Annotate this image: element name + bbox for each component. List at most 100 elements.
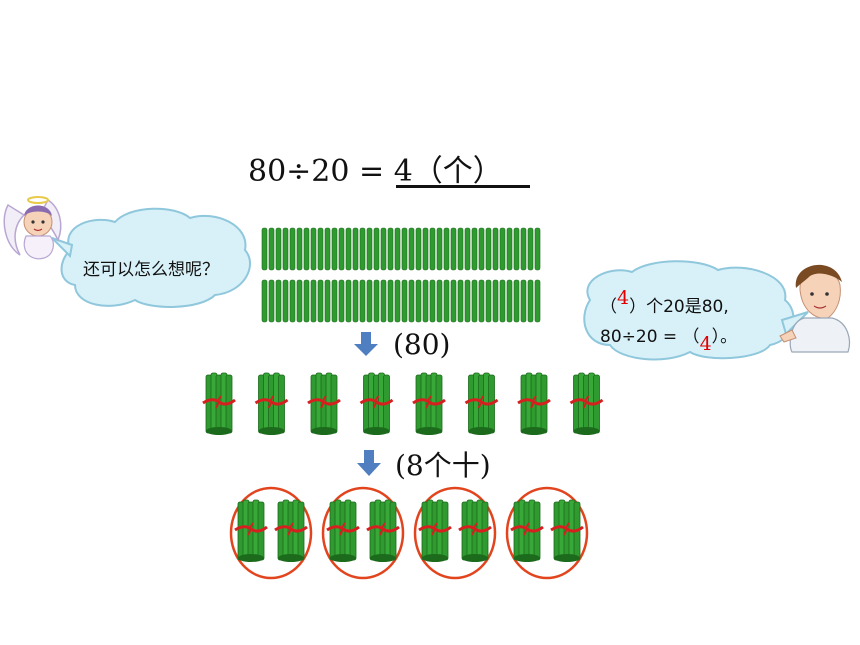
stick: [408, 227, 415, 271]
stick: [387, 227, 394, 271]
stick: [429, 279, 436, 323]
group-circle: [321, 486, 405, 580]
stick: [415, 279, 422, 323]
stick: [520, 279, 527, 323]
stick: [457, 227, 464, 271]
stick: [450, 279, 457, 323]
stick: [268, 227, 275, 271]
stick: [352, 227, 359, 271]
division-equation: 80÷20 = 4（个）: [248, 146, 503, 190]
stick: [261, 279, 268, 323]
stick: [471, 227, 478, 271]
stick-bundle: [569, 371, 604, 437]
stick: [394, 227, 401, 271]
answer-quotient: 4: [699, 333, 712, 355]
answer-groups: 4: [617, 287, 630, 309]
group-circle: [229, 486, 313, 580]
stick: [296, 279, 303, 323]
stick: [296, 227, 303, 271]
stick: [464, 279, 471, 323]
stick: [485, 227, 492, 271]
stick: [387, 279, 394, 323]
stick: [352, 279, 359, 323]
right-bubble-text: （4）个20是80, 80÷20 = （4）。: [600, 287, 738, 355]
stick: [436, 279, 443, 323]
stick: [429, 227, 436, 271]
group-circle: [505, 486, 589, 580]
stick: [373, 227, 380, 271]
stick: [443, 227, 450, 271]
down-arrow-icon: [354, 332, 378, 356]
stick: [492, 227, 499, 271]
stick: [436, 227, 443, 271]
open-paren: （: [600, 297, 617, 317]
line2-expression: 80÷20 = （: [600, 327, 700, 347]
stick: [534, 227, 541, 271]
stick: [317, 227, 324, 271]
stick: [331, 279, 338, 323]
stick-bundle: [365, 498, 401, 564]
right-bubble-line-2: 80÷20 = （4）。: [600, 322, 738, 355]
stick: [499, 227, 506, 271]
right-bubble-line-1: （4）个20是80,: [600, 287, 737, 322]
stick: [485, 279, 492, 323]
stick: [275, 279, 282, 323]
stick-bundle: [549, 498, 585, 564]
stick: [478, 279, 485, 323]
circled-groups: [229, 486, 589, 580]
stick: [289, 227, 296, 271]
stick: [380, 227, 387, 271]
stick: [534, 279, 541, 323]
down-arrow-icon: [357, 450, 381, 476]
stick: [422, 227, 429, 271]
stick-bundle: [359, 371, 394, 437]
stick: [464, 227, 471, 271]
stick: [366, 279, 373, 323]
stick: [268, 279, 275, 323]
stick: [310, 279, 317, 323]
stick: [520, 227, 527, 271]
stick-bundle: [306, 371, 342, 437]
stick: [457, 279, 464, 323]
stick: [471, 279, 478, 323]
stick: [317, 279, 324, 323]
stick: [408, 279, 415, 323]
stick: [422, 279, 429, 323]
stick-bundle: [273, 498, 309, 564]
stick: [359, 227, 366, 271]
stick: [345, 279, 352, 323]
bundles-label: (8个十): [395, 449, 491, 482]
left-bubble-text: 还可以怎么想呢？: [83, 260, 219, 280]
stick: [359, 279, 366, 323]
stick: [499, 279, 506, 323]
stick: [380, 279, 387, 323]
stick: [275, 227, 282, 271]
stick-bundle: [201, 371, 237, 437]
sticks-count-label: (80): [393, 328, 451, 361]
stick: [303, 279, 310, 323]
stick: [282, 279, 289, 323]
answer-underline: [396, 185, 530, 188]
stick-bundle: [417, 498, 453, 564]
angel-character-icon: [3, 196, 62, 260]
stick-bundle: [509, 498, 545, 564]
bundle-row: [201, 371, 604, 437]
stick: [506, 227, 513, 271]
stick: [513, 279, 520, 323]
stick: [331, 227, 338, 271]
stick: [338, 227, 345, 271]
group-circle: [413, 486, 497, 580]
close-paren: ）。: [711, 327, 738, 347]
stick: [324, 279, 331, 323]
equation-answer: 4（个）: [393, 154, 503, 189]
stick: [324, 227, 331, 271]
right-speech-bubble: [583, 260, 809, 361]
stick: [366, 227, 373, 271]
stick-bundle: [325, 498, 361, 564]
boy-character-icon: [779, 264, 851, 353]
stick: [506, 279, 513, 323]
left-speech-bubble: [51, 207, 251, 308]
stick: [513, 227, 520, 271]
stick: [289, 279, 296, 323]
